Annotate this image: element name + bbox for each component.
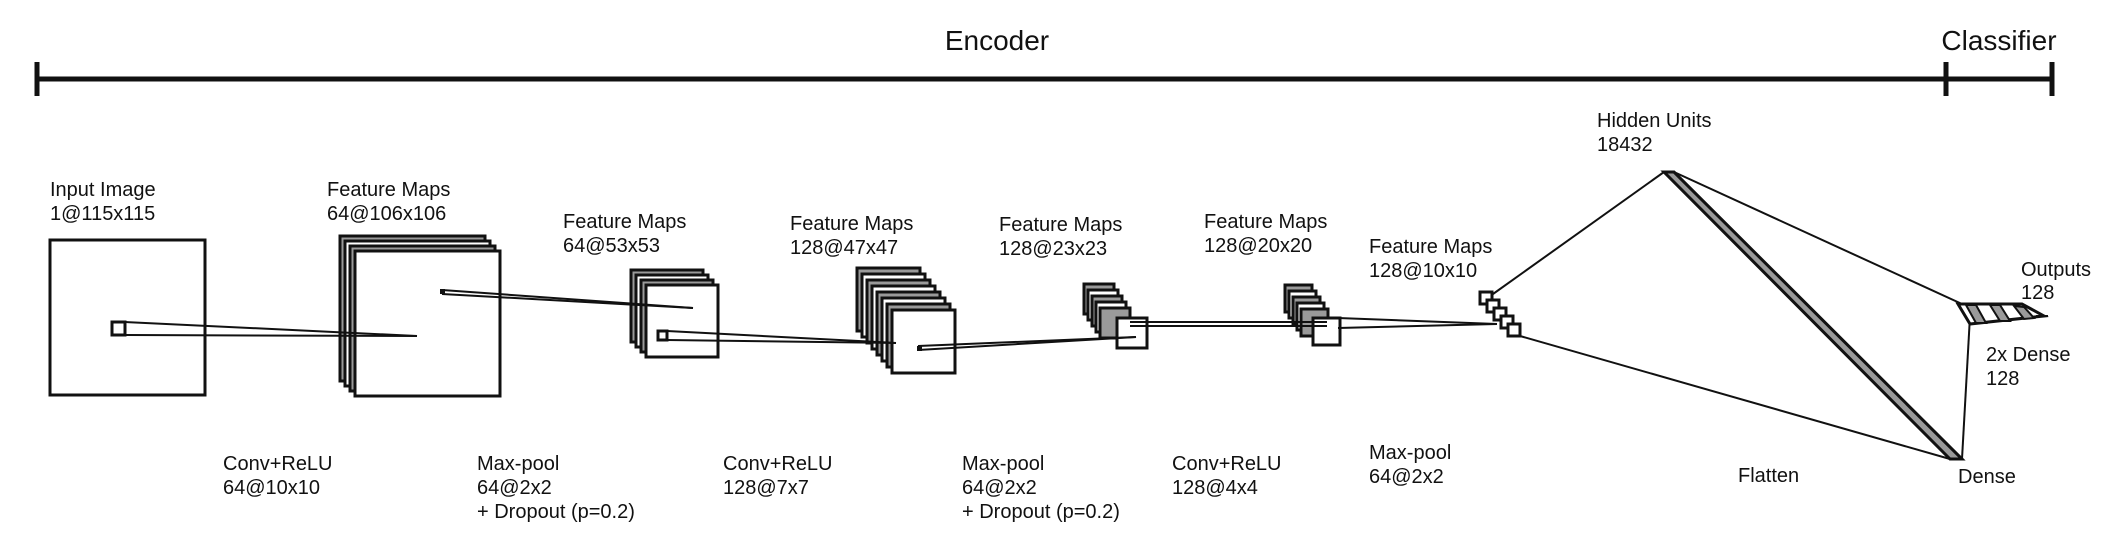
layer-dims: 18432 — [1597, 134, 1653, 156]
layer-dims: 64@106x106 — [327, 203, 446, 225]
feature-maps-3 — [855, 266, 957, 375]
layer-title: Feature Maps — [327, 179, 450, 201]
operation-name: Flatten — [1738, 465, 1799, 487]
conv2-kernel-marker — [656, 329, 669, 342]
input-image-layer — [48, 238, 207, 397]
operation-params: 64@2x2 — [962, 477, 1037, 499]
operation-name: Dense — [1958, 466, 2016, 488]
hidden-units-layer — [1492, 170, 1971, 461]
operation-name: Conv+ReLU — [223, 453, 333, 475]
output-dense-block — [1955, 302, 2049, 326]
layer-dims: 64@53x53 — [563, 235, 660, 257]
feature-maps-1 — [338, 234, 502, 398]
feature-map-3-marker — [917, 346, 922, 351]
operation-name: Max-pool — [962, 453, 1044, 475]
layer-title: Feature Maps — [563, 211, 686, 233]
layer-dims: 128@23x23 — [999, 238, 1107, 260]
operation-params: 64@2x2 — [477, 477, 552, 499]
layer-title: Feature Maps — [1204, 211, 1327, 233]
section-bracket: Encoder Classifier — [34, 25, 2057, 96]
feature-maps-2 — [629, 268, 720, 359]
layer-title: Input Image — [50, 179, 156, 201]
layer-title: Feature Maps — [1369, 236, 1492, 258]
operation-name: Conv+ReLU — [1172, 453, 1282, 475]
layer-dims: 128@10x10 — [1369, 260, 1477, 282]
feature-map-1-marker — [440, 289, 445, 294]
layer-title: Feature Maps — [790, 213, 913, 235]
operation-name: Conv+ReLU — [723, 453, 833, 475]
input-image-map — [48, 238, 207, 397]
operation-params: 64@10x10 — [223, 477, 320, 499]
operation-params: 128@4x4 — [1172, 477, 1258, 499]
layer-title: Outputs — [2021, 259, 2091, 281]
classifier-label: Classifier — [1941, 25, 2056, 56]
feature-maps-5 — [1283, 283, 1342, 347]
feature-maps-6 — [1478, 290, 1522, 338]
operation-labels: Conv+ReLU 64@10x10 Max-pool 64@2x2 + Dro… — [223, 344, 2071, 523]
layer-dims: 128@47x47 — [790, 237, 898, 259]
encoder-label: Encoder — [945, 25, 1049, 56]
operation-extra: + Dropout (p=0.2) — [477, 501, 635, 523]
layer-dims: 128 — [2021, 282, 2054, 304]
layer-dims: 128@20x20 — [1204, 235, 1312, 257]
hidden-units-bar — [1660, 170, 1966, 461]
conv1-kernel-marker — [110, 320, 127, 337]
connection-lines — [124, 289, 1498, 351]
layer-title: Hidden Units — [1597, 110, 1712, 132]
operation-name: Max-pool — [1369, 442, 1451, 464]
operation-name: 2x Dense — [1986, 344, 2071, 366]
layer-labels: Input Image 1@115x115 Feature Maps 64@10… — [50, 110, 2091, 304]
operation-params: 128 — [1986, 368, 2019, 390]
operation-name: Max-pool — [477, 453, 559, 475]
layer-dims: 1@115x115 — [50, 203, 155, 225]
operation-extra: + Dropout (p=0.2) — [962, 501, 1120, 523]
operation-params: 64@2x2 — [1369, 466, 1444, 488]
operation-params: 128@7x7 — [723, 477, 809, 499]
layer-title: Feature Maps — [999, 214, 1122, 236]
